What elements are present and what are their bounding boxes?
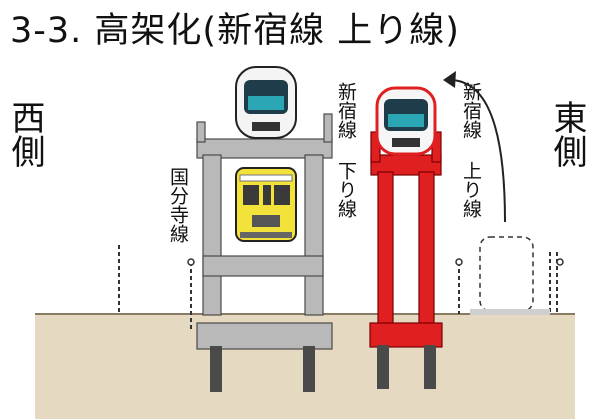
former-track-slab — [470, 309, 550, 315]
movement-arrow — [445, 78, 506, 223]
shinjuku-down-line-label: 新宿線 下り線 — [335, 82, 357, 218]
page-title: 3-3. 高架化(新宿線 上り線) — [10, 11, 460, 51]
shinjuku-down-train — [235, 66, 297, 139]
overhead-poles — [118, 245, 564, 330]
existing-viaduct — [196, 113, 333, 392]
west-label: 西側 — [5, 100, 45, 168]
arrow-head — [443, 71, 456, 88]
east-label: 東側 — [547, 100, 587, 168]
former-track-outline — [479, 236, 534, 312]
new-red-viaduct — [369, 131, 443, 389]
kokubunji-line-label: 国分寺線 — [167, 167, 189, 243]
kokubunji-train — [235, 167, 297, 242]
shinjuku-up-line-label: 新宿線 上り線 — [460, 82, 482, 218]
shinjuku-up-train — [375, 86, 437, 156]
